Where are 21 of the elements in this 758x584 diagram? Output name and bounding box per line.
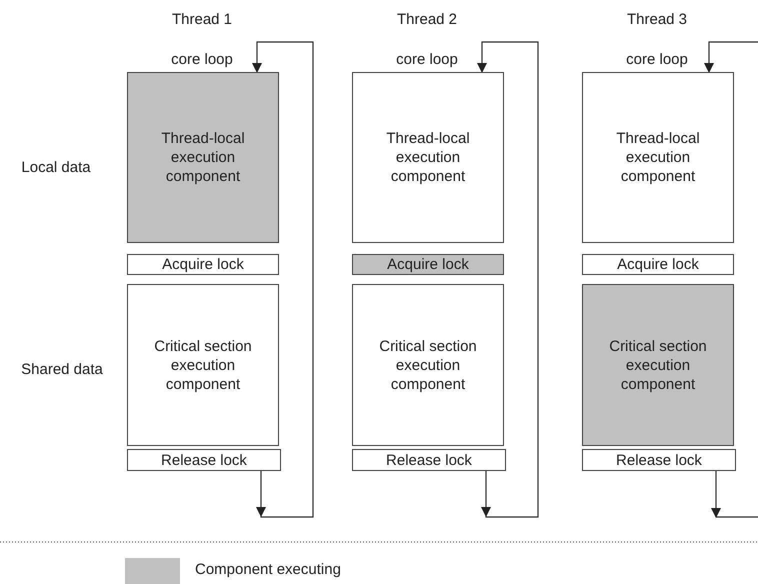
exec-box: Critical section execution component [582, 284, 734, 446]
column-heading: Thread 3 [626, 11, 688, 28]
lock-bar: Acquire lock [352, 254, 504, 275]
exec-box: Thread-local execution component [582, 72, 734, 243]
lock-bar: Acquire lock [582, 254, 734, 275]
exec-box: Thread-local execution component [127, 72, 279, 243]
exec-box: Critical section execution component [127, 284, 279, 446]
loop-label: core loop [171, 51, 233, 68]
lock-bar: Release lock [582, 449, 736, 471]
lock-bar: Release lock [127, 449, 281, 471]
legend-label: Component executing [195, 561, 341, 578]
exec-box: Critical section execution component [352, 284, 504, 446]
loop-label: core loop [626, 51, 688, 68]
loop-label: core loop [396, 51, 458, 68]
row-label: Local data [21, 159, 91, 176]
lock-bar: Acquire lock [127, 254, 279, 275]
column-heading: Thread 2 [396, 11, 458, 28]
row-label: Shared data [21, 361, 103, 378]
lock-bar: Release lock [352, 449, 506, 471]
exec-box: Thread-local execution component [352, 72, 504, 243]
column-heading: Thread 1 [172, 11, 232, 28]
